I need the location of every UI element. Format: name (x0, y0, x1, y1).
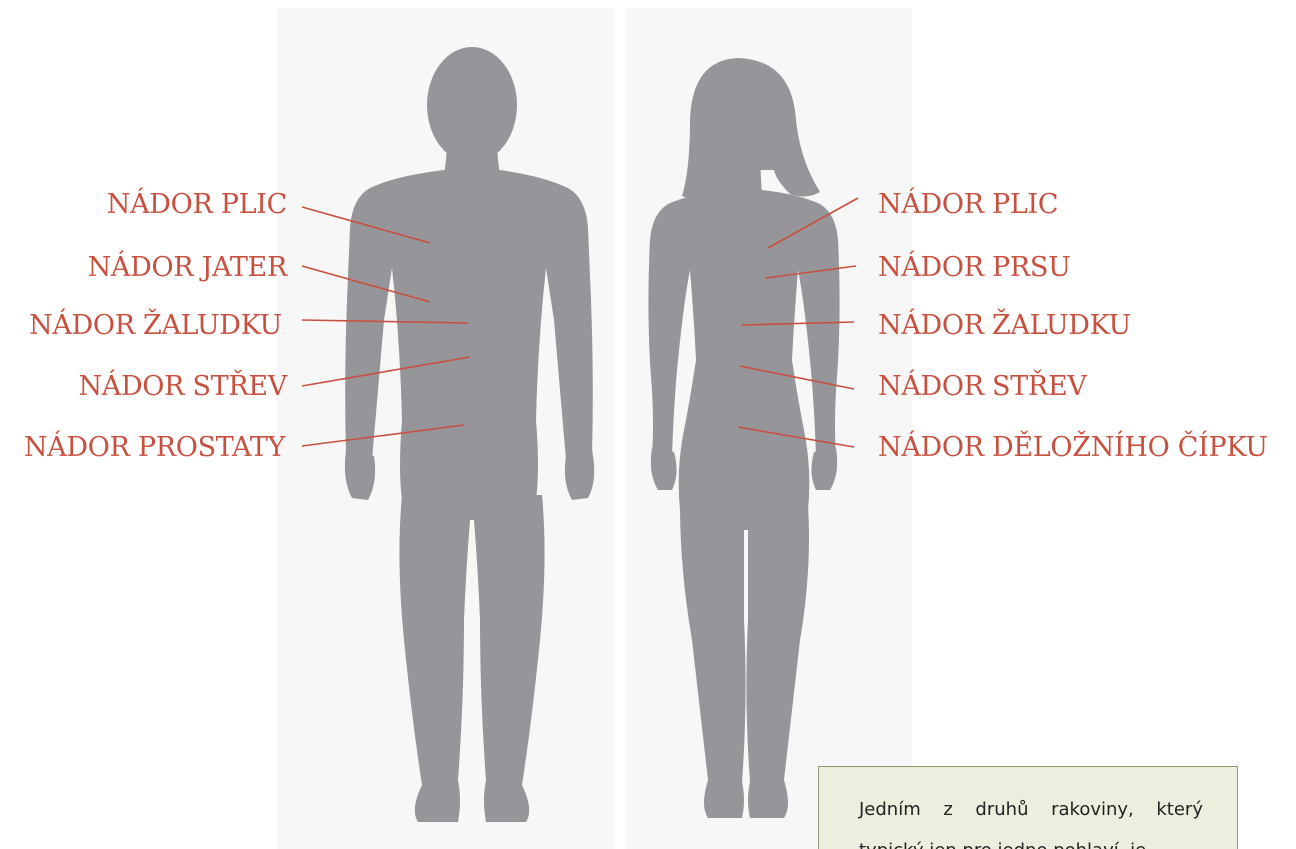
male-label-prostate: NÁDOR PROSTATY (24, 432, 285, 464)
male-label-intestines: NÁDOR STŘEV (78, 371, 287, 403)
female-torso (648, 190, 839, 510)
info-box-text: Jedním z druhů rakoviny, který typický j… (859, 789, 1203, 849)
male-left-hand (345, 450, 375, 500)
male-legs (399, 495, 544, 822)
male-label-stomach: NÁDOR ŽALUDKU (29, 310, 282, 342)
female-label-breast: NÁDOR PRSU (878, 252, 1071, 284)
female-silhouette (648, 58, 839, 818)
female-legs (680, 505, 809, 818)
male-label-lungs: NÁDOR PLIC (107, 189, 287, 221)
female-left-hand (651, 448, 677, 490)
male-right-hand (565, 450, 594, 500)
female-label-stomach: NÁDOR ŽALUDKU (878, 310, 1131, 342)
female-label-cervix: NÁDOR DĚLOŽNÍHO ČÍPKU (878, 432, 1268, 464)
info-box: Jedním z druhů rakoviny, který typický j… (818, 766, 1238, 849)
male-label-liver: NÁDOR JATER (88, 252, 287, 284)
male-silhouette (345, 47, 594, 822)
female-label-intestines: NÁDOR STŘEV (878, 371, 1087, 403)
female-label-lungs: NÁDOR PLIC (878, 189, 1058, 221)
female-right-hand (811, 448, 837, 490)
male-torso (345, 170, 593, 500)
